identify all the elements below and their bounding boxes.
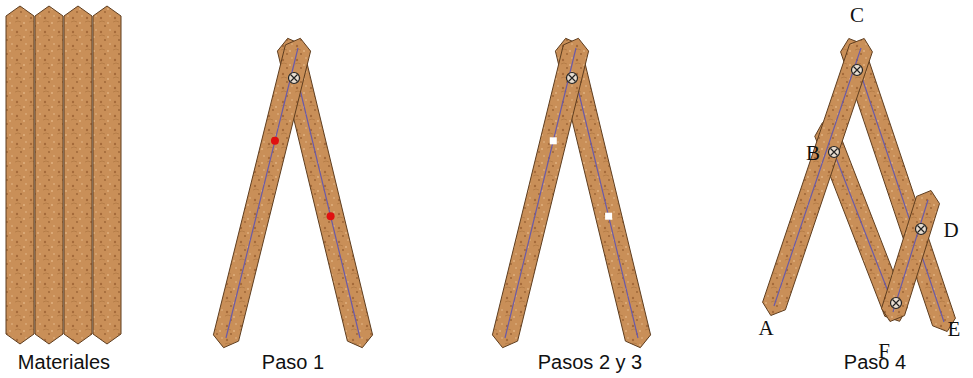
point-letter: B [806, 142, 820, 165]
wood-strip [35, 6, 63, 344]
point-letter: D [943, 219, 958, 242]
pivot-cross [291, 75, 298, 82]
pivot-screw [829, 147, 840, 158]
marked-point [271, 137, 279, 145]
wood-strip [64, 6, 92, 344]
center-line [505, 48, 576, 338]
panel-caption: Paso 4 [844, 351, 906, 373]
point-letter: C [850, 4, 864, 27]
pivot-cross [918, 226, 925, 233]
pivot-screw [916, 224, 927, 235]
panel-caption: Paso 1 [262, 351, 324, 373]
point-letter: F [878, 340, 890, 363]
pivot-screw [891, 298, 902, 309]
center-line [226, 48, 298, 338]
marked-hole [550, 137, 557, 144]
pivot-cross [893, 300, 900, 307]
marked-point [327, 212, 335, 220]
pivot-screw [567, 73, 578, 84]
pivot-screw [852, 65, 863, 76]
pivot-cross [831, 149, 838, 156]
marked-hole [605, 213, 612, 220]
panel-caption: Pasos 2 y 3 [538, 351, 643, 373]
point-letter: A [758, 317, 773, 340]
wood-strip [6, 6, 34, 344]
wood-strip [492, 38, 588, 347]
pivot-screw [289, 73, 300, 84]
pivot-cross [569, 75, 576, 82]
pivot-cross [854, 67, 861, 74]
center-line [774, 48, 861, 306]
center-line [852, 48, 944, 322]
wood-strip [93, 6, 121, 344]
center-line [893, 200, 928, 312]
point-letter: E [948, 318, 961, 341]
panel-caption: Materiales [18, 351, 110, 373]
wood-strip [882, 191, 940, 322]
wood-strip [213, 38, 310, 347]
wood-strip [763, 39, 873, 316]
